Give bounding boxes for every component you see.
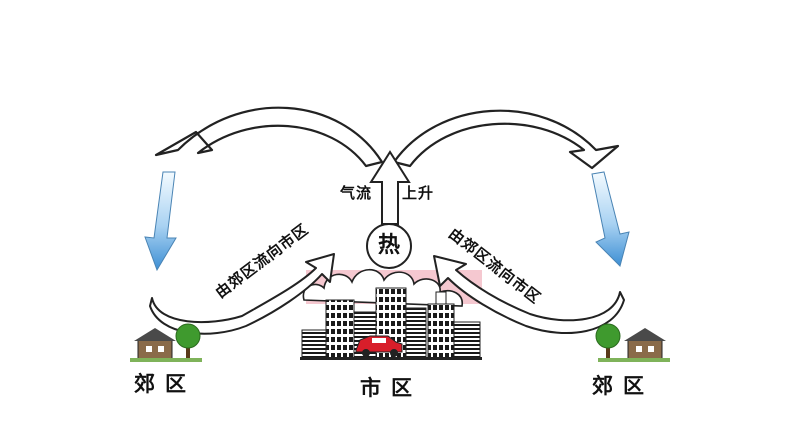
airflow-rise-label-left: 气流 bbox=[340, 184, 373, 202]
descending-arrow-right bbox=[591, 171, 630, 267]
inflow-arrow-left bbox=[149, 253, 335, 335]
tree-icon bbox=[595, 323, 621, 360]
circulation-arc-left bbox=[154, 106, 384, 168]
ground-right bbox=[598, 358, 670, 362]
tree-icon bbox=[175, 323, 201, 360]
house-icon bbox=[624, 328, 666, 361]
suburb-label-left: 郊区 bbox=[134, 372, 196, 396]
descending-arrow-left bbox=[144, 171, 177, 272]
suburb-label-right: 郊区 bbox=[592, 374, 654, 398]
city-label: 市区 bbox=[360, 376, 422, 400]
rising-airflow-arrow bbox=[369, 150, 411, 225]
ground-left bbox=[130, 358, 202, 362]
car-icon bbox=[355, 335, 403, 357]
heat-label: 热 bbox=[378, 233, 401, 258]
airflow-rise-label-right: 上升 bbox=[402, 184, 435, 202]
inflow-arrow-right bbox=[433, 255, 625, 335]
house-icon bbox=[134, 328, 176, 361]
heat-circle-icon bbox=[366, 223, 412, 269]
circulation-arc-right bbox=[392, 109, 620, 170]
